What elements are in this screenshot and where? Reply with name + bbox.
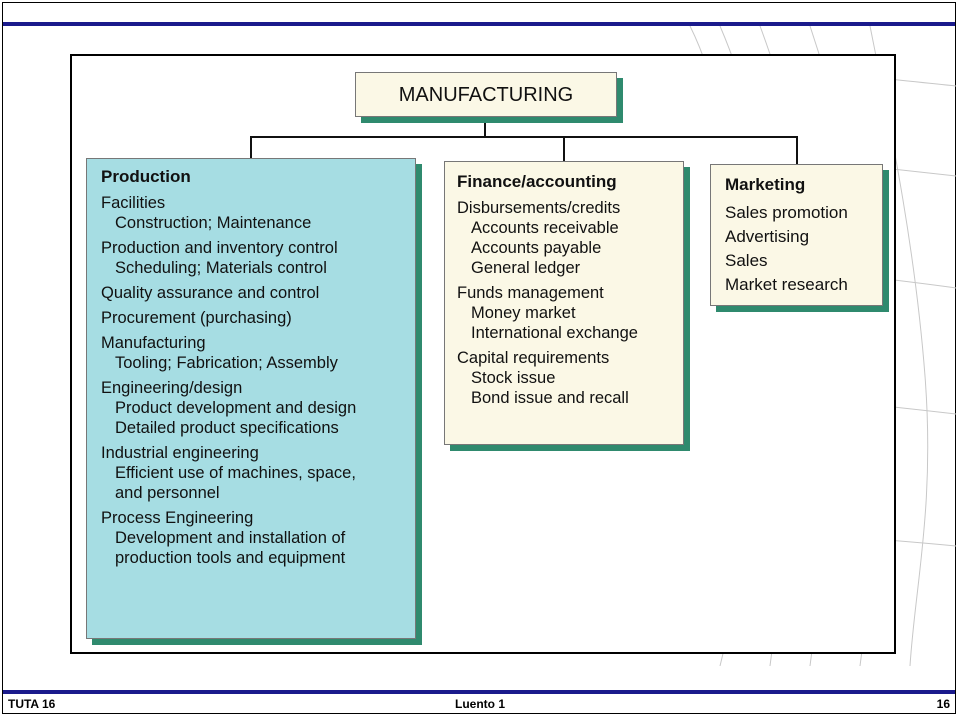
item-heading: Disbursements/credits bbox=[457, 199, 621, 217]
finance-list: Finance/accounting Disbursements/credits… bbox=[445, 162, 683, 408]
item-subline: Bond issue and recall bbox=[471, 389, 629, 407]
marketing-item: Market research bbox=[725, 275, 848, 294]
item-heading: Capital requirements bbox=[457, 349, 610, 367]
item-subline: General ledger bbox=[471, 259, 581, 277]
slide-top-bar bbox=[3, 22, 955, 26]
item-subline: and personnel bbox=[115, 484, 220, 502]
connector-marketing-drop bbox=[796, 136, 798, 164]
item-heading: Quality assurance and control bbox=[101, 284, 320, 302]
item-heading: Engineering/design bbox=[101, 379, 243, 397]
footer-page-number: 16 bbox=[936, 697, 950, 711]
connector-root-stem bbox=[484, 119, 486, 137]
item-heading: Funds management bbox=[457, 284, 604, 302]
item-subline: Accounts receivable bbox=[471, 219, 619, 237]
item-subline: Development and installation of bbox=[115, 529, 346, 547]
root-box-manufacturing: MANUFACTURING bbox=[355, 72, 617, 117]
item-heading: Production and inventory control bbox=[101, 239, 338, 257]
list-item: Quality assurance and control bbox=[101, 283, 403, 303]
finance-title: Finance/accounting bbox=[457, 172, 617, 191]
item-subline: Product development and design bbox=[115, 399, 357, 417]
marketing-item: Advertising bbox=[725, 227, 810, 246]
connector-horizontal-bar bbox=[250, 136, 798, 138]
item-heading: Industrial engineering bbox=[101, 444, 259, 462]
root-label: MANUFACTURING bbox=[398, 84, 574, 106]
item-heading: Procurement (purchasing) bbox=[101, 309, 292, 327]
footer-lecture: Luento 1 bbox=[455, 697, 505, 711]
item-subline: Money market bbox=[471, 304, 576, 322]
item-subline: production tools and equipment bbox=[115, 549, 346, 567]
item-subline: Stock issue bbox=[471, 369, 556, 387]
finance-box: Finance/accounting Disbursements/credits… bbox=[444, 161, 684, 445]
item-subline: Detailed product specifications bbox=[115, 419, 339, 437]
footer-course-code: TUTA 16 bbox=[8, 697, 56, 711]
item-subline: Tooling; Fabrication; Assembly bbox=[115, 354, 338, 372]
item-heading: Facilities bbox=[101, 194, 166, 212]
item-heading: Process Engineering bbox=[101, 509, 254, 527]
connector-finance-drop bbox=[563, 136, 565, 161]
list-item: Procurement (purchasing) bbox=[101, 308, 403, 328]
item-subline: International exchange bbox=[471, 324, 638, 342]
item-subline: Accounts payable bbox=[471, 239, 602, 257]
marketing-item: Sales bbox=[725, 251, 768, 270]
item-heading: Manufacturing bbox=[101, 334, 206, 352]
production-title: Production bbox=[101, 167, 191, 186]
item-subline: Efficient use of machines, space, bbox=[115, 464, 356, 482]
item-subline: Construction; Maintenance bbox=[115, 214, 312, 232]
item-subline: Scheduling; Materials control bbox=[115, 259, 327, 277]
slide-bottom-bar bbox=[3, 690, 955, 694]
marketing-item: Sales promotion bbox=[725, 203, 848, 222]
connector-production-drop bbox=[250, 136, 252, 158]
marketing-title: Marketing bbox=[725, 175, 806, 194]
